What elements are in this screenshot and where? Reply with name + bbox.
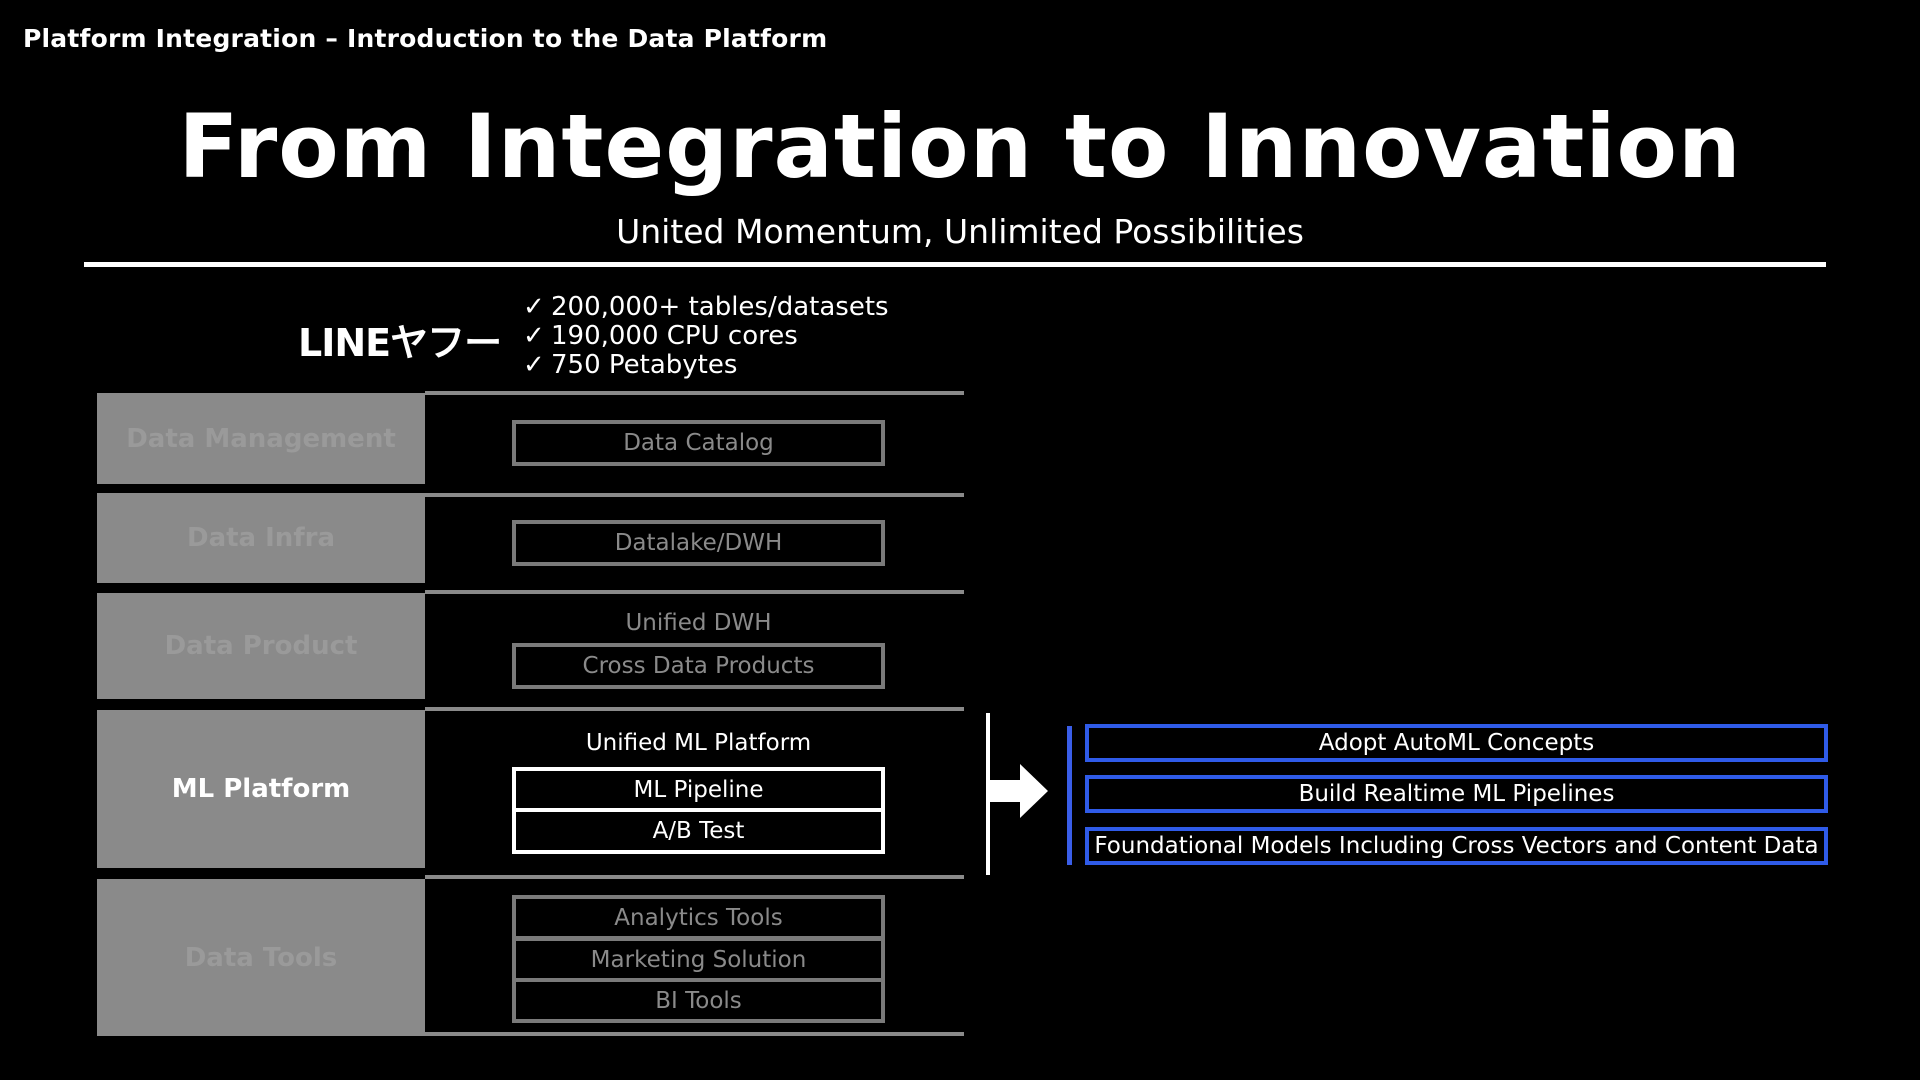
component-cross-data-products: Cross Data Products bbox=[512, 643, 885, 689]
component-analytics-tools: Analytics Tools bbox=[512, 895, 885, 940]
layer-label-data-infra: Data Infra bbox=[97, 493, 425, 583]
stat-text: 750 Petabytes bbox=[551, 350, 738, 380]
title-divider bbox=[84, 262, 1826, 267]
stat-item: ✓750 Petabytes bbox=[523, 351, 889, 380]
layer-label-data-management: Data Management bbox=[97, 393, 425, 484]
arrow-right-icon bbox=[990, 764, 1048, 818]
component-marketing-solution: Marketing Solution bbox=[512, 937, 885, 982]
page-title: From Integration to Innovation bbox=[178, 95, 1742, 198]
initiatives-bar bbox=[1067, 726, 1072, 865]
initiative-automl: Adopt AutoML Concepts bbox=[1085, 724, 1828, 762]
component-ab-test: A/B Test bbox=[512, 808, 885, 854]
unified-ml-platform-label: Unified ML Platform bbox=[585, 730, 812, 756]
stat-text: 200,000+ tables/datasets bbox=[551, 292, 889, 322]
layer-divider bbox=[425, 590, 964, 594]
layer-divider bbox=[425, 707, 964, 711]
component-data-catalog: Data Catalog bbox=[512, 420, 885, 466]
layer-divider bbox=[425, 1032, 964, 1036]
component-datalake-dwh: Datalake/DWH bbox=[512, 520, 885, 566]
layer-divider bbox=[425, 493, 964, 497]
bracket-line bbox=[986, 713, 990, 875]
check-icon: ✓ bbox=[523, 350, 545, 380]
stat-item: ✓200,000+ tables/datasets bbox=[523, 293, 889, 322]
layer-divider bbox=[425, 391, 964, 395]
initiative-foundational-models: Foundational Models Including Cross Vect… bbox=[1085, 827, 1828, 865]
layer-label-data-product: Data Product bbox=[97, 593, 425, 699]
component-ml-pipeline: ML Pipeline bbox=[512, 767, 885, 812]
breadcrumb: Platform Integration – Introduction to t… bbox=[23, 24, 828, 53]
company-logo: LINEヤフー bbox=[298, 321, 502, 365]
layer-divider bbox=[425, 875, 964, 879]
check-icon: ✓ bbox=[523, 321, 545, 351]
check-icon: ✓ bbox=[523, 292, 545, 322]
stat-item: ✓190,000 CPU cores bbox=[523, 322, 889, 351]
initiative-realtime-ml: Build Realtime ML Pipelines bbox=[1085, 775, 1828, 813]
unified-dwh-label: Unified DWH bbox=[625, 610, 772, 636]
stat-text: 190,000 CPU cores bbox=[551, 321, 798, 351]
component-bi-tools: BI Tools bbox=[512, 978, 885, 1023]
layer-label-ml-platform: ML Platform bbox=[97, 710, 425, 868]
layer-label-data-tools: Data Tools bbox=[97, 879, 425, 1036]
page-subtitle: United Momentum, Unlimited Possibilities bbox=[616, 212, 1304, 251]
stats-list: ✓200,000+ tables/datasets ✓190,000 CPU c… bbox=[523, 293, 889, 380]
